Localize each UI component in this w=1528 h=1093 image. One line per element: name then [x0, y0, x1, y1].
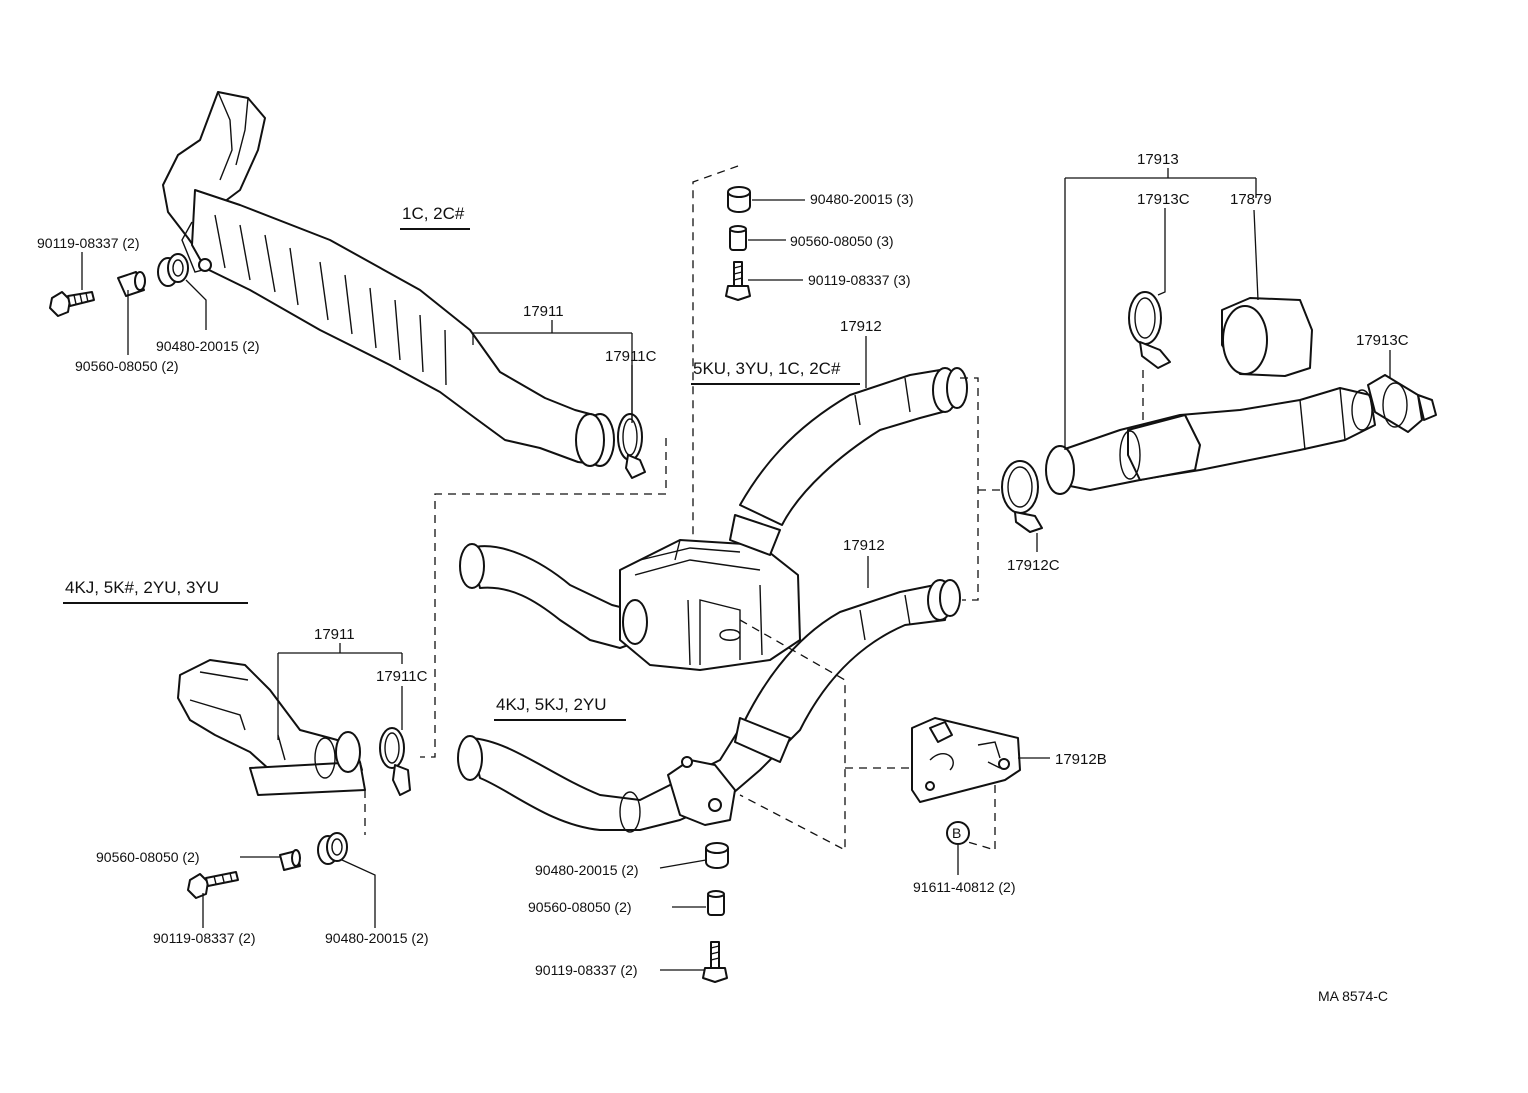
clamp-17911C-upper: [617, 413, 646, 479]
part-label-90480-20015-center-top: 90480-20015 (3): [810, 191, 914, 207]
part-label-91611-40812: 91611-40812 (2): [913, 879, 1015, 895]
figure-id: MA 8574-C: [1318, 988, 1388, 1004]
clamp-17913C-right: [1367, 374, 1437, 433]
group-label-3: 4KJ, 5K#, 2YU, 3YU: [65, 578, 219, 597]
collar-90560-08050-lower-left: [279, 849, 301, 871]
part-label-17913: 17913: [1137, 151, 1179, 168]
clamp-17913C-left: [1128, 291, 1171, 369]
bolt-91611-40812: B: [946, 821, 970, 845]
part-label-17912-upper: 17912: [840, 318, 882, 335]
bolt-90119-08337-center-top: [725, 261, 751, 301]
part-label-90560-08050-center-top: 90560-08050 (3): [790, 233, 894, 249]
part-label-90119-08337-upper-left: 90119-08337 (2): [37, 235, 139, 251]
bolt-90119-08337-lower-left: [187, 871, 239, 899]
part-labels: 90119-08337 (2) 90480-20015 (2) 90560-08…: [37, 151, 1409, 978]
clamp-17911C-lower: [379, 727, 411, 796]
duct-17911-lower: [177, 659, 366, 796]
group-labels: 1C, 2C# 5KU, 3YU, 1C, 2C# 4KJ, 5K#, 2YU,…: [63, 204, 860, 721]
group-label-1: 1C, 2C#: [402, 204, 465, 223]
part-label-17912C: 17912C: [1007, 557, 1060, 574]
cushion-90480-20015-upper-left: [157, 253, 189, 287]
silencer-center: [459, 367, 968, 671]
bolt-90119-08337-upper-left: [49, 291, 95, 317]
cushion-90480-20015-lower-center: [705, 842, 729, 869]
dashed-guides: [364, 165, 1144, 852]
leader-lines: [81, 168, 1391, 971]
part-label-90560-08050-upper-left: 90560-08050 (2): [75, 358, 179, 374]
part-label-90560-08050-lower-center: 90560-08050 (2): [528, 899, 632, 915]
bolt-90119-08337-lower-center: [702, 941, 728, 983]
bolt-marker-text: B: [952, 825, 961, 841]
pipe-17913: [1045, 387, 1376, 495]
part-label-17911C-upper: 17911C: [605, 348, 657, 365]
part-label-90119-08337-lower-center: 90119-08337 (2): [535, 962, 637, 978]
part-label-17912B: 17912B: [1055, 751, 1107, 768]
part-label-90119-08337-lower-left: 90119-08337 (2): [153, 930, 255, 946]
part-label-90480-20015-lower-center: 90480-20015 (2): [535, 862, 639, 878]
part-label-17912-lower: 17912: [843, 537, 885, 554]
cushion-90480-20015-lower-left: [317, 832, 348, 865]
pipe-17912-lower: [457, 579, 961, 833]
part-label-17879: 17879: [1230, 191, 1272, 208]
part-label-17911-lower: 17911: [314, 626, 355, 643]
cushion-90480-20015-center-top: [727, 186, 751, 213]
part-label-17911-upper: 17911: [523, 303, 564, 320]
part-label-90119-08337-center-top: 90119-08337 (3): [808, 272, 910, 288]
group-label-2: 5KU, 3YU, 1C, 2C#: [693, 359, 841, 378]
part-label-17913C-right: 17913C: [1356, 332, 1409, 349]
part-label-90480-20015-lower-left: 90480-20015 (2): [325, 930, 429, 946]
sleeve-17879: [1221, 297, 1313, 377]
part-label-17911C-lower: 17911C: [376, 668, 428, 685]
part-label-90480-20015-upper-left: 90480-20015 (2): [156, 338, 260, 354]
group-label-4: 4KJ, 5KJ, 2YU: [496, 695, 607, 714]
part-label-17913C-left: 17913C: [1137, 191, 1190, 208]
duct-17911-upper: [162, 91, 615, 467]
collar-90560-08050-lower-center: [707, 890, 725, 916]
part-label-90560-08050-lower-left: 90560-08050 (2): [96, 849, 200, 865]
collar-90560-08050-center-top: [729, 225, 747, 251]
collar-90560-08050-upper-left: [117, 271, 146, 297]
bracket-17912B: [911, 717, 1021, 803]
clamp-17912C: [1001, 460, 1043, 533]
